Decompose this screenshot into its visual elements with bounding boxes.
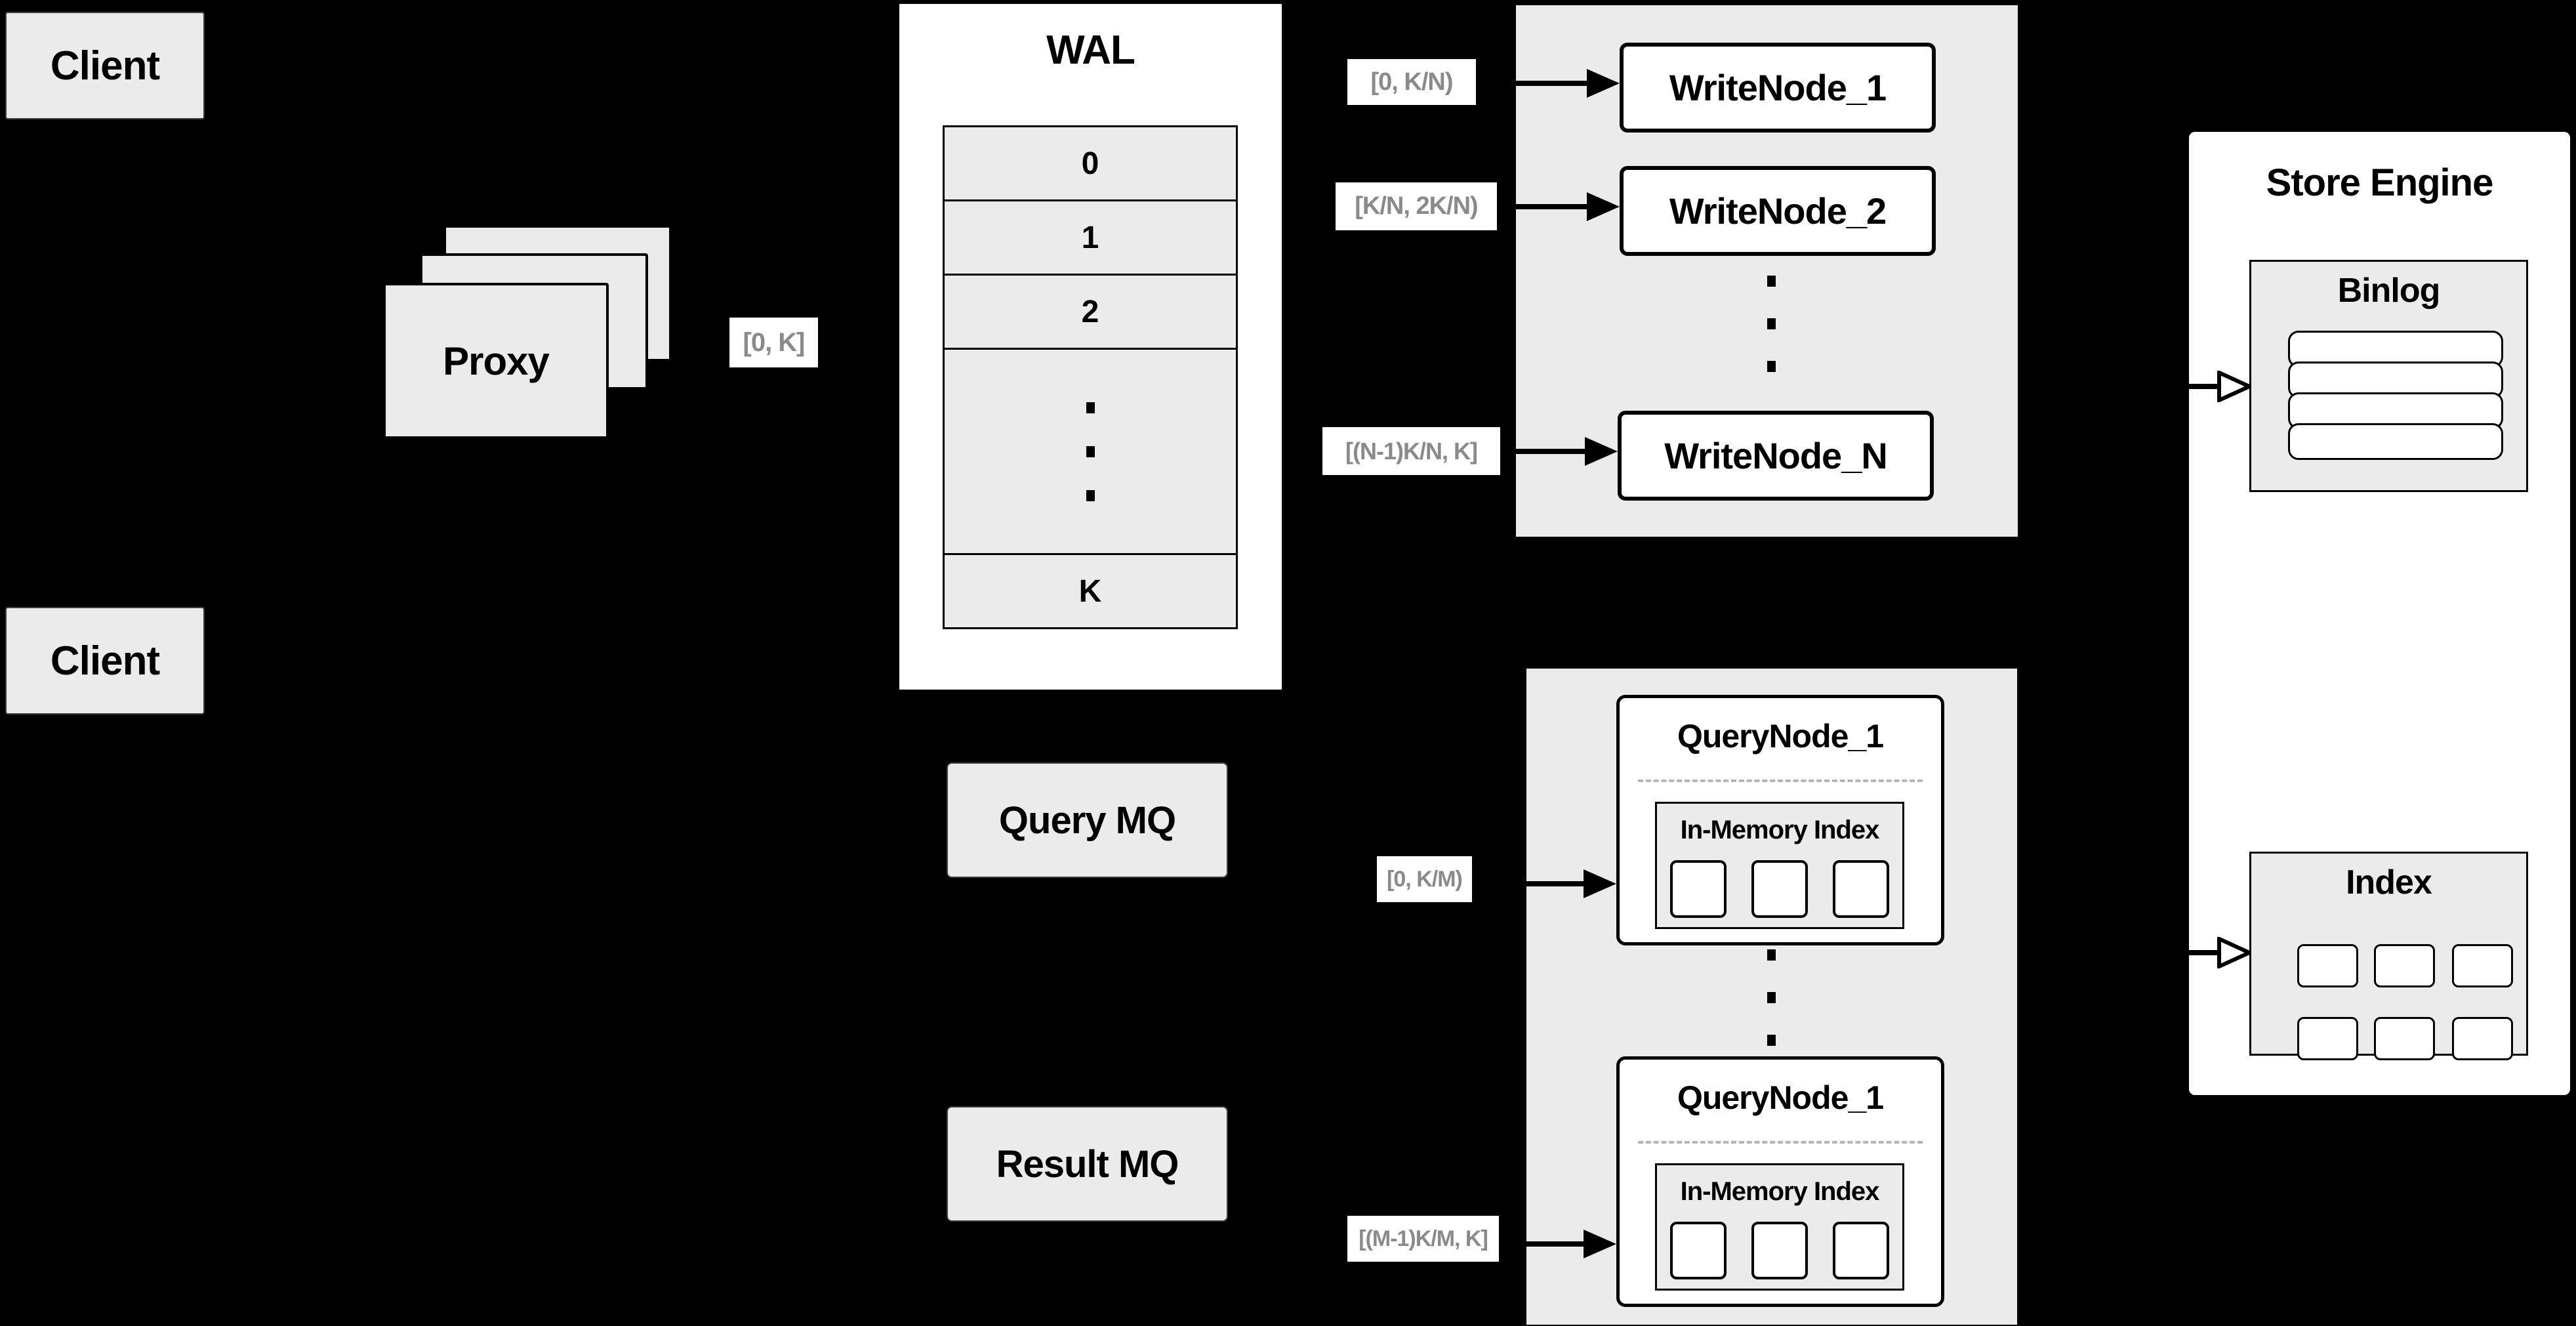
solid-arrowhead-icon — [1585, 437, 1618, 466]
client-box-1: Client — [5, 12, 205, 119]
result-mq-box: Result MQ — [947, 1106, 1228, 1222]
index-segment — [2297, 944, 2358, 987]
range-label-write-node-2: [K/N, 2K/N) — [1336, 182, 1497, 230]
in-memory-index-title: In-Memory Index — [1680, 815, 1880, 844]
wal-container: WAL 0 1 2 K — [897, 2, 1284, 692]
arrow-to-write-node-2 — [1516, 192, 1620, 221]
index-segment — [1751, 1222, 1808, 1279]
solid-arrowhead-icon — [1587, 192, 1620, 221]
write-node-2: WriteNode_2 — [1620, 166, 1936, 256]
range-label-query-node-m: [(M-1)K/M, K] — [1347, 1216, 1499, 1262]
wal-segment-ellipsis — [943, 348, 1238, 555]
index-segment — [1670, 860, 1727, 918]
index-segment — [2374, 1017, 2435, 1060]
arrow-to-write-node-n — [1516, 437, 1618, 466]
query-mq-box: Query MQ — [947, 762, 1228, 878]
range-label-write-node-n: [(N-1)K/N, K] — [1322, 427, 1500, 475]
range-label-proxy-to-wal: [0, K] — [729, 318, 818, 367]
arrow-to-write-node-1 — [1516, 69, 1620, 98]
query-node-m: QueryNode_1 In-Memory Index — [1616, 1056, 1944, 1307]
index-segment — [1833, 1222, 1889, 1279]
index-box: Index — [2249, 852, 2528, 1060]
hollow-arrowhead-icon — [2217, 937, 2251, 968]
binlog-segment — [2288, 423, 2503, 460]
hollow-arrowhead-icon — [2217, 371, 2251, 402]
index-segment — [2297, 1017, 2358, 1060]
in-memory-index-box: In-Memory Index — [1655, 802, 1904, 929]
wal-segment-2: 2 — [943, 274, 1238, 350]
index-segment — [2452, 1017, 2513, 1060]
query-node-title: QueryNode_1 — [1677, 1079, 1884, 1116]
index-segments — [1657, 1222, 1902, 1279]
arrow-to-index — [2188, 937, 2251, 968]
index-segment — [2452, 944, 2513, 987]
solid-arrowhead-icon — [1584, 869, 1616, 898]
binlog-title: Binlog — [2337, 272, 2441, 310]
query-node-title: QueryNode_1 — [1677, 718, 1884, 755]
write-node-1: WriteNode_1 — [1620, 43, 1936, 133]
store-engine-container: Store Engine Binlog Index — [2187, 130, 2572, 1097]
arrow-to-query-node-m — [1526, 1230, 1616, 1258]
wal-segment-1: 1 — [943, 199, 1238, 276]
arrow-to-query-node-1 — [1526, 869, 1616, 898]
index-title: Index — [2346, 863, 2432, 901]
solid-arrowhead-icon — [1584, 1230, 1616, 1258]
index-segment — [1751, 860, 1808, 918]
vertical-ellipsis-icon — [1767, 949, 1776, 1046]
dashed-separator — [1638, 779, 1923, 782]
client-box-2: Client — [5, 607, 205, 715]
wal-segment-0: 0 — [943, 125, 1238, 201]
solid-arrowhead-icon — [1587, 69, 1620, 98]
range-label-write-node-1: [0, K/N) — [1347, 59, 1476, 105]
vertical-ellipsis-icon — [1086, 402, 1095, 501]
dashed-separator — [1638, 1141, 1923, 1144]
query-node-1: QueryNode_1 In-Memory Index — [1616, 695, 1944, 945]
in-memory-index-title: In-Memory Index — [1680, 1176, 1880, 1206]
vertical-ellipsis-icon — [1767, 276, 1776, 372]
index-segment — [1670, 1222, 1727, 1279]
index-segments — [1657, 860, 1902, 918]
store-engine-title: Store Engine — [2266, 161, 2494, 204]
binlog-box: Binlog — [2249, 260, 2528, 492]
wal-title: WAL — [1046, 27, 1135, 73]
range-label-query-node-1: [0, K/M) — [1377, 856, 1472, 902]
in-memory-index-box: In-Memory Index — [1655, 1163, 1904, 1291]
write-node-n: WriteNode_N — [1618, 411, 1934, 501]
wal-segment-k: K — [943, 553, 1238, 629]
index-segment — [2374, 944, 2435, 987]
index-segment — [1833, 860, 1889, 918]
arrow-to-binlog — [2188, 371, 2251, 402]
proxy-box: Proxy — [383, 283, 609, 439]
